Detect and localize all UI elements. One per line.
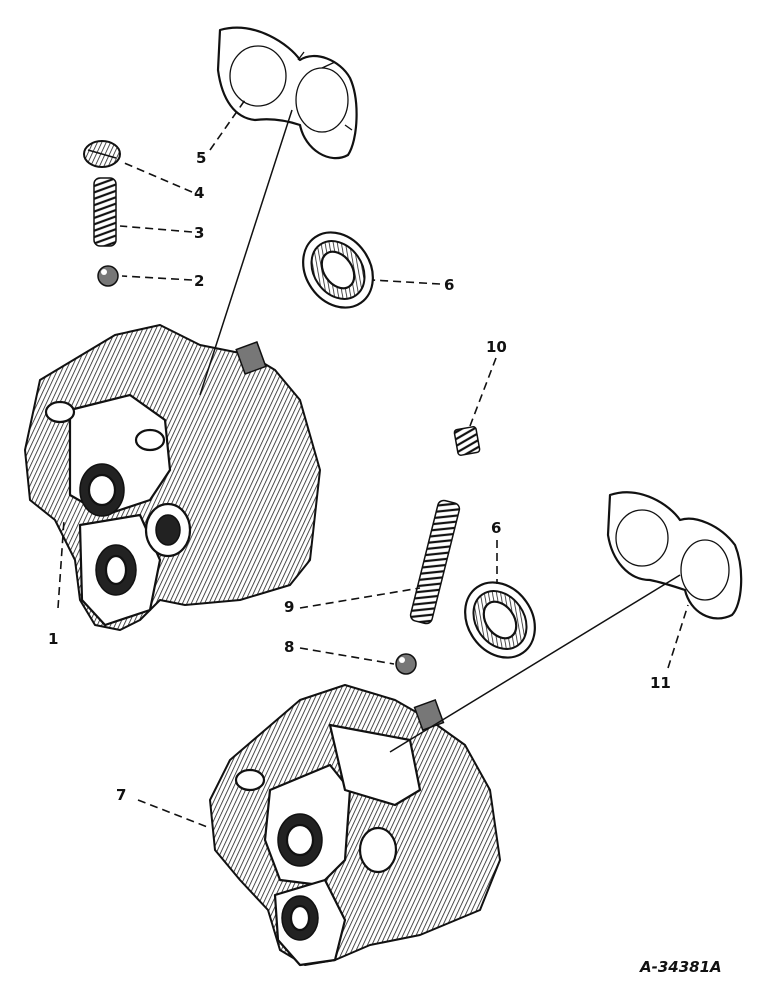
gasket-upper [216,26,358,160]
relief-spring-lower [409,499,461,625]
leader-8 [299,647,395,665]
callout-4: 4 [194,184,204,202]
leader-9 [299,587,421,609]
leader-2 [121,275,193,281]
leader-11 [667,604,689,669]
check-ball-upper [97,265,119,287]
callout-1: 1 [48,630,58,648]
callout-10: 10 [486,338,507,356]
callout-7: 7 [116,786,126,804]
figure-id: A-34381A [639,958,722,976]
callout-6-upper: 6 [444,276,454,294]
leader-6a [371,279,441,285]
callout-3: 3 [194,224,204,242]
pump-body-upper [24,324,321,631]
assembly-line-upper [199,109,293,396]
callout-11: 11 [650,674,671,692]
callout-6-lower: 6 [491,519,501,537]
pump-body-lower [209,684,501,967]
leader-1 [57,519,65,609]
bearing-lower [464,581,536,659]
relief-spring [93,177,117,247]
plug [453,426,481,456]
callout-5: 5 [196,149,206,167]
assembly-line-lower [389,574,681,753]
bearing-upper [302,231,374,309]
leader-10 [469,357,497,427]
callout-8: 8 [284,638,294,656]
callout-9: 9 [284,598,294,616]
callout-2: 2 [194,272,204,290]
check-ball-lower [395,653,417,675]
leader-4 [121,161,193,193]
leader-3 [119,225,193,233]
cap-screw [83,140,121,168]
gasket-lower [606,491,743,620]
leader-7 [137,799,211,829]
leader-5 [209,99,246,151]
